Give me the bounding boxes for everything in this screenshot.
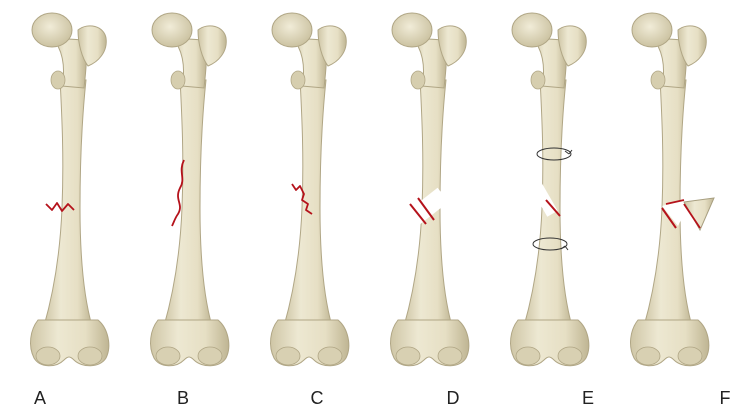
butterfly-fragment [684,198,714,230]
panel-label-d: D [441,388,465,408]
panel-d-femur [391,13,469,366]
panel-c-femur [271,13,349,366]
panel-label-a: A [28,388,52,408]
panel-b-femur [151,13,229,366]
panel-a-femur [31,13,109,366]
panel-f-femur [631,13,714,366]
panel-label-b: B [171,388,195,408]
panel-label-c: C [305,388,329,408]
panel-label-f: F [713,388,737,408]
panel-label-e: E [576,388,600,408]
panel-e-femur [511,13,589,366]
